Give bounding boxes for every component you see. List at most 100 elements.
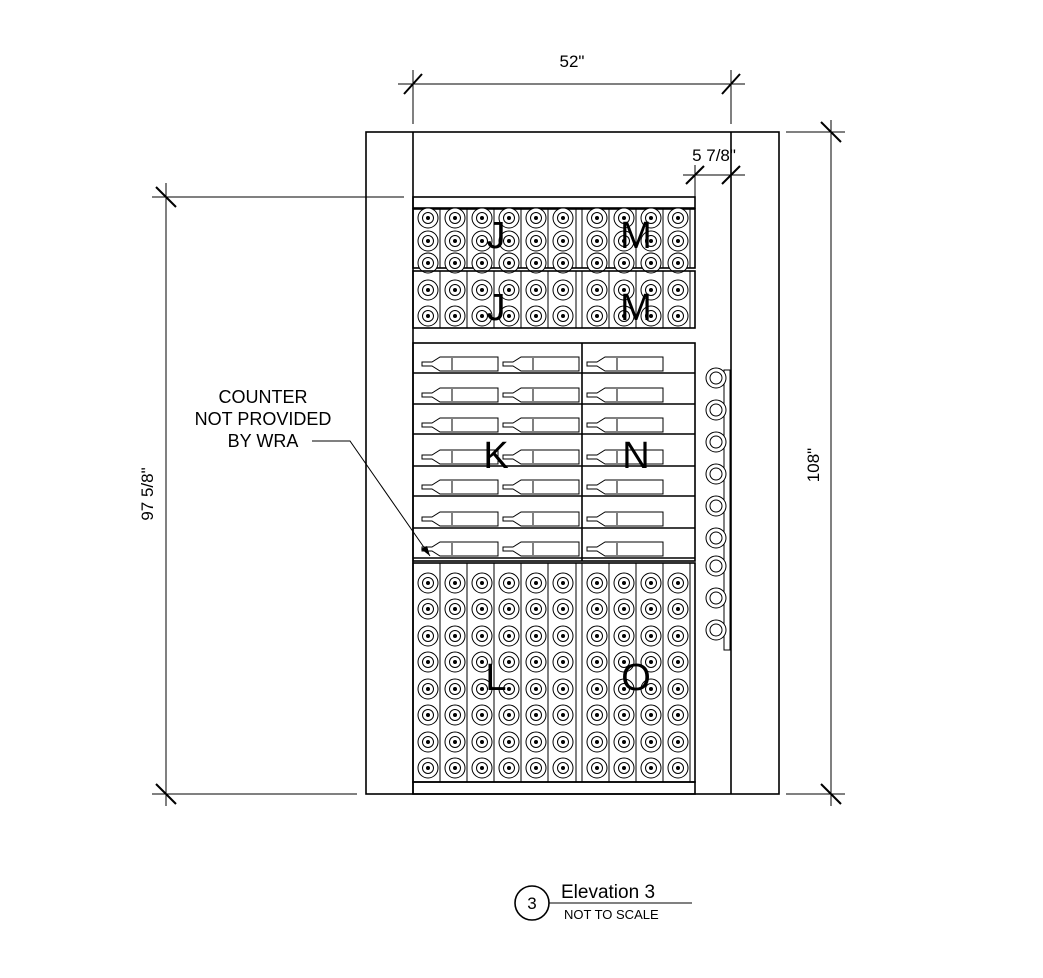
lower-bottle-6-1-inner <box>449 736 461 748</box>
bottle-m-5 <box>502 511 580 527</box>
lower-bottle-7-8-core <box>649 766 653 770</box>
upper-bottle-0-1-2-inner <box>476 257 488 269</box>
bottle-l-2 <box>421 417 499 433</box>
upper-bottle-0-0-9-core <box>676 239 680 243</box>
lower-bottle-0-0-inner <box>422 577 434 589</box>
upper-bottle-top-7-inner <box>618 212 630 224</box>
lower-bottle-2-3-inner <box>503 630 515 642</box>
upper-bottle-0-0-6-inner <box>591 235 603 247</box>
lower-bottle-6-9-core <box>676 740 680 744</box>
lower-bottle-2-1-inner <box>449 630 461 642</box>
lower-bottle-7-4-inner <box>530 762 542 774</box>
lower-bottle-1-8-core <box>649 607 653 611</box>
lower-bottle-1-9-core <box>676 607 680 611</box>
upper-bottle-0-0-2-core <box>480 239 484 243</box>
side-bottle-2-outer <box>705 431 727 453</box>
lower-bottle-0-3-inner <box>503 577 515 589</box>
upper-bottle-1-1-8-inner <box>645 310 657 322</box>
lower-bottle-4-4-inner <box>530 683 542 695</box>
bottle-l-4 <box>421 479 499 495</box>
lower-bottle-5-8-core <box>649 713 653 717</box>
upper-bottle-0-0-8-core <box>649 239 653 243</box>
lower-bottle-7-9-inner <box>672 762 684 774</box>
upper-bottle-1-0-7-core <box>622 288 626 292</box>
upper-bottle-1-0-4-core <box>534 288 538 292</box>
lower-bottle-0-3-core <box>507 581 511 585</box>
lower-bottle-1-1-inner <box>449 603 461 615</box>
rack-tick-top <box>155 186 177 208</box>
upper-bottle-0-0-5-inner <box>557 235 569 247</box>
bottle-r-6 <box>586 541 664 557</box>
upper-bottle-1-0-2-core <box>480 288 484 292</box>
elevation-title: Elevation 3 <box>561 882 655 903</box>
upper-bottle-0-1-9-core <box>676 261 680 265</box>
lower-bottle-0-1-core <box>453 581 457 585</box>
lower-bottle-3-4-inner <box>530 656 542 668</box>
display-section <box>412 342 696 562</box>
upper-bottle-1-1-4-core <box>534 314 538 318</box>
lower-bottle-5-2-inner <box>476 709 488 721</box>
upper-bottle-top-2-inner <box>476 212 488 224</box>
lower-bottle-2-6-core <box>595 634 599 638</box>
side-bottle-7-outer <box>705 587 727 609</box>
callout-line-1: COUNTER <box>219 387 308 407</box>
lower-bottle-4-0-inner <box>422 683 434 695</box>
upper-bottle-1-1-9-inner <box>672 310 684 322</box>
upper-bottle-1-1-4-inner <box>530 310 542 322</box>
side-panel-dimension: 5 7/8" <box>683 146 745 197</box>
upper-bottle-1-1-2-core <box>480 314 484 318</box>
upper-bottle-top-4-core <box>534 216 538 220</box>
lower-bottle-1-7-core <box>622 607 626 611</box>
bottle-m-1 <box>502 387 580 403</box>
lower-bottle-1-7-inner <box>618 603 630 615</box>
upper-bottle-1-0-9-core <box>676 288 680 292</box>
upper-bottle-top-8-core <box>649 216 653 220</box>
upper-bottle-top-1-inner <box>449 212 461 224</box>
lower-bottle-5-4-core <box>534 713 538 717</box>
lower-bottle-0-9-core <box>676 581 680 585</box>
lower-bottle-5-6-inner <box>591 709 603 721</box>
lower-bottle-4-2-inner <box>476 683 488 695</box>
upper-bottle-1-1-0-core <box>426 314 430 318</box>
lower-bottle-4-8-core <box>649 687 653 691</box>
lower-bottle-7-2-core <box>480 766 484 770</box>
bottle-l-5 <box>421 511 499 527</box>
lower-bottle-1-3-inner <box>503 603 515 615</box>
section-label-o: O <box>621 657 651 699</box>
lower-bottle-5-0-inner <box>422 709 434 721</box>
upper-bottle-1-0-8-inner <box>645 284 657 296</box>
lower-bottle-6-1-core <box>453 740 457 744</box>
lower-bottle-1-5-core <box>561 607 565 611</box>
lower-bottle-6-9-inner <box>672 736 684 748</box>
upper-bottle-1-1-2-inner <box>476 310 488 322</box>
lower-bottle-7-7-inner <box>618 762 630 774</box>
rack-tick-bottom <box>155 783 177 805</box>
lower-bottle-7-5-core <box>561 766 565 770</box>
section-label-m-top: M <box>620 215 652 257</box>
lower-bottle-7-9-core <box>676 766 680 770</box>
bottle-r-5 <box>586 511 664 527</box>
upper-bottle-1-0-5-inner <box>557 284 569 296</box>
overall-width-label: 52" <box>560 52 585 71</box>
lower-bottle-5-7-core <box>622 713 626 717</box>
lower-bottle-5-9-inner <box>672 709 684 721</box>
lower-bottle-7-8-inner <box>645 762 657 774</box>
side-tick-right <box>721 165 741 185</box>
height-tick-bottom <box>820 783 842 805</box>
lower-bottle-5-5-inner <box>557 709 569 721</box>
lower-bottle-3-9-inner <box>672 656 684 668</box>
side-wall-rack <box>705 367 731 651</box>
lower-bottle-4-7-core <box>622 687 626 691</box>
upper-bottle-1-0-4-inner <box>530 284 542 296</box>
lower-bottle-4-3-inner <box>503 683 515 695</box>
side-bottle-4-outer <box>705 495 727 517</box>
lower-bottle-1-5-inner <box>557 603 569 615</box>
lower-bottle-0-2-inner <box>476 577 488 589</box>
lower-bottle-6-3-inner <box>503 736 515 748</box>
lower-bottle-2-7-core <box>622 634 626 638</box>
bottle-r-4 <box>586 479 664 495</box>
lower-bottle-6-6-core <box>595 740 599 744</box>
lower-bottle-2-5-inner <box>557 630 569 642</box>
lower-bottle-2-9-core <box>676 634 680 638</box>
upper-bottle-1-1-0-inner <box>422 310 434 322</box>
